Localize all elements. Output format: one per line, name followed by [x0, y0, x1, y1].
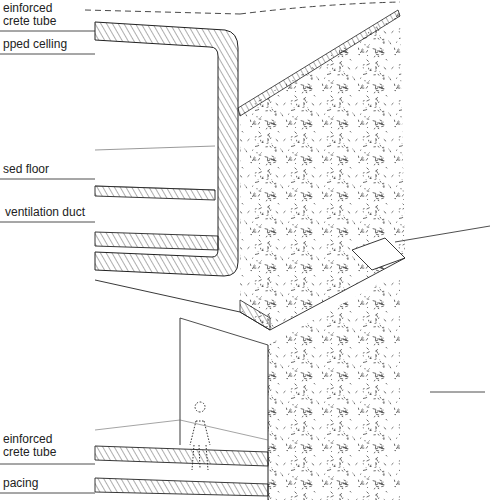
tube-section-lower — [95, 446, 268, 466]
tube-section — [95, 22, 238, 276]
part-label: einforced crete tube — [2, 2, 74, 28]
slab-edge — [238, 10, 400, 116]
floor-plane — [95, 146, 215, 190]
part-label: einforced crete tube — [2, 433, 74, 459]
part-label: pped celling — [2, 38, 68, 51]
facade-texture-lower — [268, 272, 400, 500]
part-label: pacing — [2, 477, 39, 490]
duct-slab — [95, 232, 218, 250]
duct-opening — [352, 238, 405, 270]
slab-edge-front — [240, 300, 270, 330]
human-figure — [190, 402, 210, 470]
part-label: sed floor — [2, 163, 50, 176]
part-label: ventilation duct — [4, 206, 86, 219]
spacing-slab — [95, 478, 268, 496]
top-edge — [85, 2, 400, 14]
raised-floor — [95, 186, 215, 200]
